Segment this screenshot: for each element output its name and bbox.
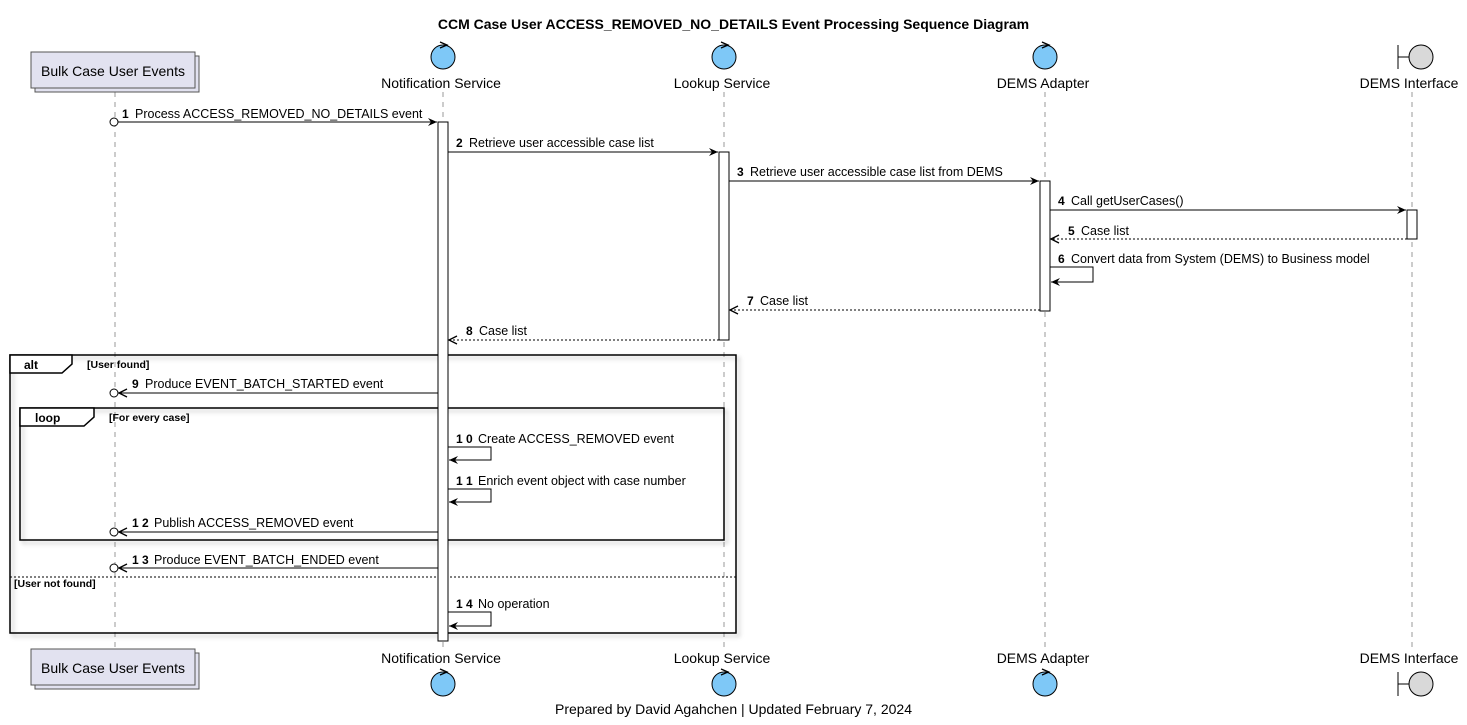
message-label: Produce EVENT_BATCH_STARTED event xyxy=(145,377,384,391)
participant-label: Notification Service xyxy=(381,75,501,91)
message-number: 9 xyxy=(132,377,139,391)
message-12: 1 2 Publish ACCESS_REMOVED event xyxy=(109,516,438,536)
participant-lookup-service-top: Lookup Service xyxy=(674,41,771,91)
diagram-title: CCM Case User ACCESS_REMOVED_NO_DETAILS … xyxy=(437,16,1030,32)
participant-label: DEMS Interface xyxy=(1360,75,1459,91)
message-number: 1 4 xyxy=(456,597,473,611)
message-6: 6 Convert data from System (DEMS) to Bus… xyxy=(1050,252,1370,286)
message-1: 1 Process ACCESS_REMOVED_NO_DETAILS even… xyxy=(109,107,437,127)
control-icon xyxy=(711,671,737,697)
control-icon xyxy=(711,44,737,70)
message-14: 1 4 No operation xyxy=(448,597,550,630)
message-number: 1 3 xyxy=(132,553,149,567)
participant-label: DEMS Adapter xyxy=(997,75,1090,91)
message-label: Case list xyxy=(1081,224,1129,238)
activation-notification-service xyxy=(437,121,449,642)
participant-dems-interface-top: DEMS Interface xyxy=(1360,44,1459,91)
activations xyxy=(437,121,1418,642)
participant-notification-service-top: Notification Service xyxy=(381,41,501,91)
alt-guard-user-not-found: [User not found] xyxy=(14,578,96,590)
messages: 1 Process ACCESS_REMOVED_NO_DETAILS even… xyxy=(109,107,1407,630)
participant-bulk-case-user-events-top: Bulk Case User Events xyxy=(30,51,200,93)
message-label: Case list xyxy=(479,324,527,338)
message-label: No operation xyxy=(478,597,550,611)
participant-notification-service-bottom: Notification Service xyxy=(381,650,501,697)
message-3: 3 Retrieve user accessible case list fro… xyxy=(729,165,1039,185)
loop-frame: loop [For every case] xyxy=(19,407,725,541)
participant-label: DEMS Interface xyxy=(1360,650,1459,666)
participants-top: Bulk Case User Events Notification Servi… xyxy=(30,41,1459,93)
message-number: 7 xyxy=(747,294,754,308)
message-7: 7 Case list xyxy=(730,294,1040,310)
message-9: 9 Produce EVENT_BATCH_STARTED event xyxy=(109,377,438,397)
message-5: 5 Case list xyxy=(1051,224,1407,239)
message-label: Retrieve user accessible case list xyxy=(469,136,654,150)
message-11: 1 1 Enrich event object with case number xyxy=(448,474,686,506)
message-number: 1 0 xyxy=(456,432,473,446)
message-label: Call getUserCases() xyxy=(1071,194,1184,208)
control-icon xyxy=(1032,44,1058,70)
boundary-icon xyxy=(1408,44,1434,70)
activation-dems-adapter xyxy=(1039,180,1051,312)
message-label: Create ACCESS_REMOVED event xyxy=(478,432,674,446)
alt-guard-user-found: [User found] xyxy=(87,359,149,371)
message-label: Process ACCESS_REMOVED_NO_DETAILS event xyxy=(135,107,423,121)
message-label: Case list xyxy=(760,294,808,308)
message-label: Publish ACCESS_REMOVED event xyxy=(154,516,354,530)
message-label: Retrieve user accessible case list from … xyxy=(750,165,1003,179)
participant-label: DEMS Adapter xyxy=(997,650,1090,666)
activation-dems-interface xyxy=(1406,209,1418,240)
control-icon xyxy=(430,44,456,70)
message-label: Convert data from System (DEMS) to Busin… xyxy=(1071,252,1370,266)
message-number: 1 2 xyxy=(132,516,149,530)
loop-frame-label: loop xyxy=(35,411,60,425)
message-4: 4 Call getUserCases() xyxy=(1050,194,1406,214)
message-8: 8 Case list xyxy=(449,324,719,340)
participants-bottom: Bulk Case User Events Notification Servi… xyxy=(30,648,1459,697)
control-icon xyxy=(430,671,456,697)
message-label: Produce EVENT_BATCH_ENDED event xyxy=(154,553,379,567)
boundary-icon xyxy=(1408,671,1434,697)
participant-label: Bulk Case User Events xyxy=(41,660,185,676)
message-13: 1 3 Produce EVENT_BATCH_ENDED event xyxy=(109,553,438,572)
control-icon xyxy=(1032,671,1058,697)
participant-label: Lookup Service xyxy=(674,650,771,666)
participant-label: Lookup Service xyxy=(674,75,771,91)
participant-label: Bulk Case User Events xyxy=(41,63,185,79)
message-10: 1 0 Create ACCESS_REMOVED event xyxy=(448,432,674,464)
alt-frame: alt [User found] [User not found] xyxy=(9,354,737,634)
participant-dems-interface-bottom: DEMS Interface xyxy=(1360,650,1459,697)
message-label: Enrich event object with case number xyxy=(478,474,686,488)
message-number: 2 xyxy=(456,136,463,150)
diagram-footer: Prepared by David Agahchen | Updated Feb… xyxy=(555,701,912,717)
loop-guard-every-case: [For every case] xyxy=(109,412,190,424)
participant-lookup-service-bottom: Lookup Service xyxy=(674,650,771,697)
activation-lookup-service xyxy=(718,151,730,341)
participant-bulk-case-user-events-bottom: Bulk Case User Events xyxy=(30,648,200,690)
participant-dems-adapter-top: DEMS Adapter xyxy=(997,41,1090,91)
message-number: 6 xyxy=(1058,252,1065,266)
message-2: 2 Retrieve user accessible case list xyxy=(448,136,718,156)
alt-frame-label: alt xyxy=(24,358,38,372)
message-number: 1 1 xyxy=(456,474,473,488)
participant-label: Notification Service xyxy=(381,650,501,666)
message-number: 8 xyxy=(466,324,473,338)
message-number: 1 xyxy=(122,107,129,121)
message-number: 5 xyxy=(1068,224,1075,238)
message-number: 4 xyxy=(1058,194,1065,208)
message-number: 3 xyxy=(737,165,744,179)
participant-dems-adapter-bottom: DEMS Adapter xyxy=(997,650,1090,697)
